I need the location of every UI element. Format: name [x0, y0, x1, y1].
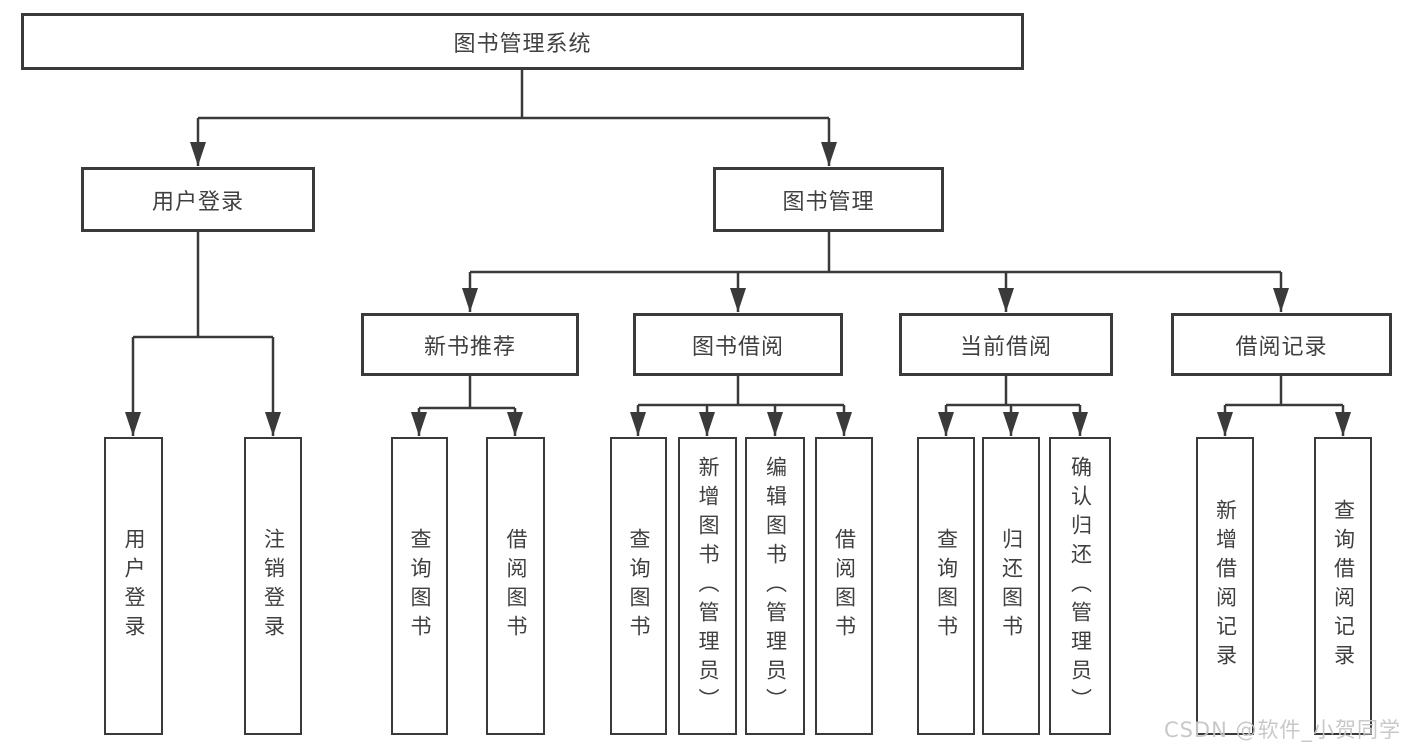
- node-new-book-recommend: 新书推荐: [361, 313, 579, 376]
- leaf-add-borrow-record: 新增借阅记录: [1196, 437, 1254, 735]
- leaf-user-login: 用户登录: [104, 437, 163, 735]
- node-user-login: 用户登录: [81, 167, 315, 232]
- leaf-logout: 注销登录: [244, 437, 302, 735]
- leaf-query-books-current: 查询图书: [917, 437, 975, 735]
- node-book-management-system: 图书管理系统: [21, 13, 1024, 70]
- leaf-confirm-return-admin: 确认归还（管理员）: [1049, 437, 1111, 735]
- leaf-query-borrow-record: 查询借阅记录: [1314, 437, 1372, 735]
- leaf-return-books: 归还图书: [982, 437, 1040, 735]
- leaf-borrow-books-recommend: 借阅图书: [486, 437, 545, 735]
- leaf-edit-book-admin: 编辑图书（管理员）: [745, 437, 805, 735]
- node-borrow-records: 借阅记录: [1171, 313, 1392, 376]
- leaf-query-books-recommend: 查询图书: [391, 437, 448, 735]
- csdn-watermark: CSDN @软件_小贺同学: [1163, 718, 1401, 742]
- node-book-management: 图书管理: [713, 167, 944, 232]
- node-book-borrow: 图书借阅: [633, 313, 843, 376]
- leaf-query-books-borrow: 查询图书: [610, 437, 667, 735]
- node-current-borrow: 当前借阅: [899, 313, 1113, 376]
- leaf-add-book-admin: 新增图书（管理员）: [678, 437, 737, 735]
- leaf-borrow-books: 借阅图书: [815, 437, 873, 735]
